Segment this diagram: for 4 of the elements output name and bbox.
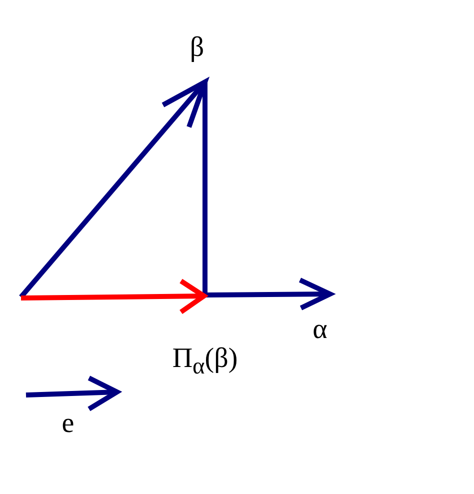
- vector-label: α: [312, 316, 328, 344]
- vector-label: Π$_{α}$(β): [172, 345, 238, 379]
- vector-label: β: [190, 34, 204, 62]
- vector-label: e: [62, 410, 74, 438]
